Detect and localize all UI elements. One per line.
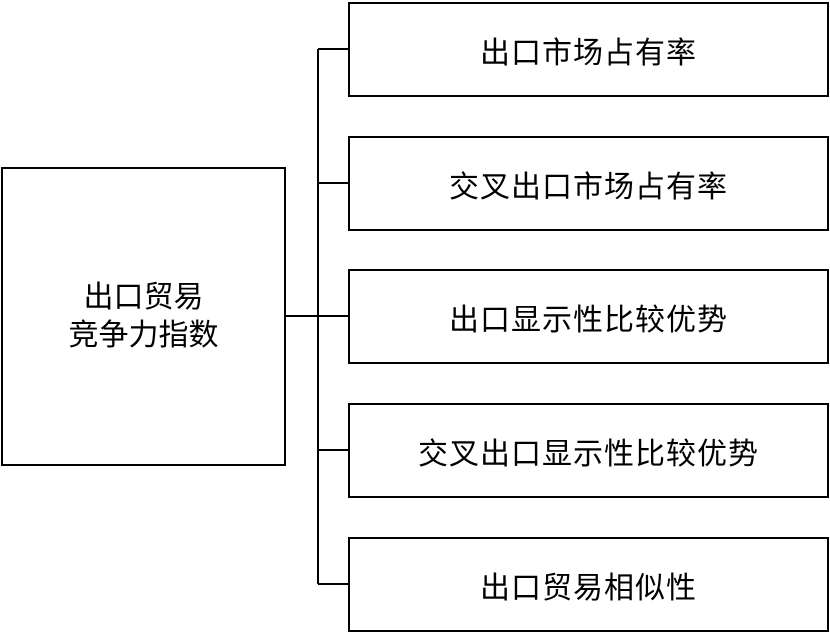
child-node-label: 出口市场占有率 [480, 35, 697, 71]
child-node-label: 交叉出口显示性比较优势 [418, 436, 759, 472]
root-label-line-1: 出口贸易 [83, 279, 204, 315]
root-node-label: 出口贸易 竞争力指数 [69, 279, 219, 355]
child-node-label: 出口贸易相似性 [480, 570, 697, 606]
root-label-line-2: 竞争力指数 [68, 317, 219, 353]
child-node-cross-export-rca: 交叉出口显示性比较优势 [348, 403, 829, 498]
child-node-label: 交叉出口市场占有率 [449, 169, 728, 205]
child-node-cross-export-market-share: 交叉出口市场占有率 [348, 136, 829, 231]
child-node-export-market-share: 出口市场占有率 [348, 2, 829, 97]
child-node-label: 出口显示性比较优势 [449, 302, 728, 338]
child-node-export-similarity: 出口贸易相似性 [348, 537, 829, 632]
root-node-box: 出口贸易 竞争力指数 [1, 167, 286, 466]
child-node-export-rca: 出口显示性比较优势 [348, 269, 829, 364]
